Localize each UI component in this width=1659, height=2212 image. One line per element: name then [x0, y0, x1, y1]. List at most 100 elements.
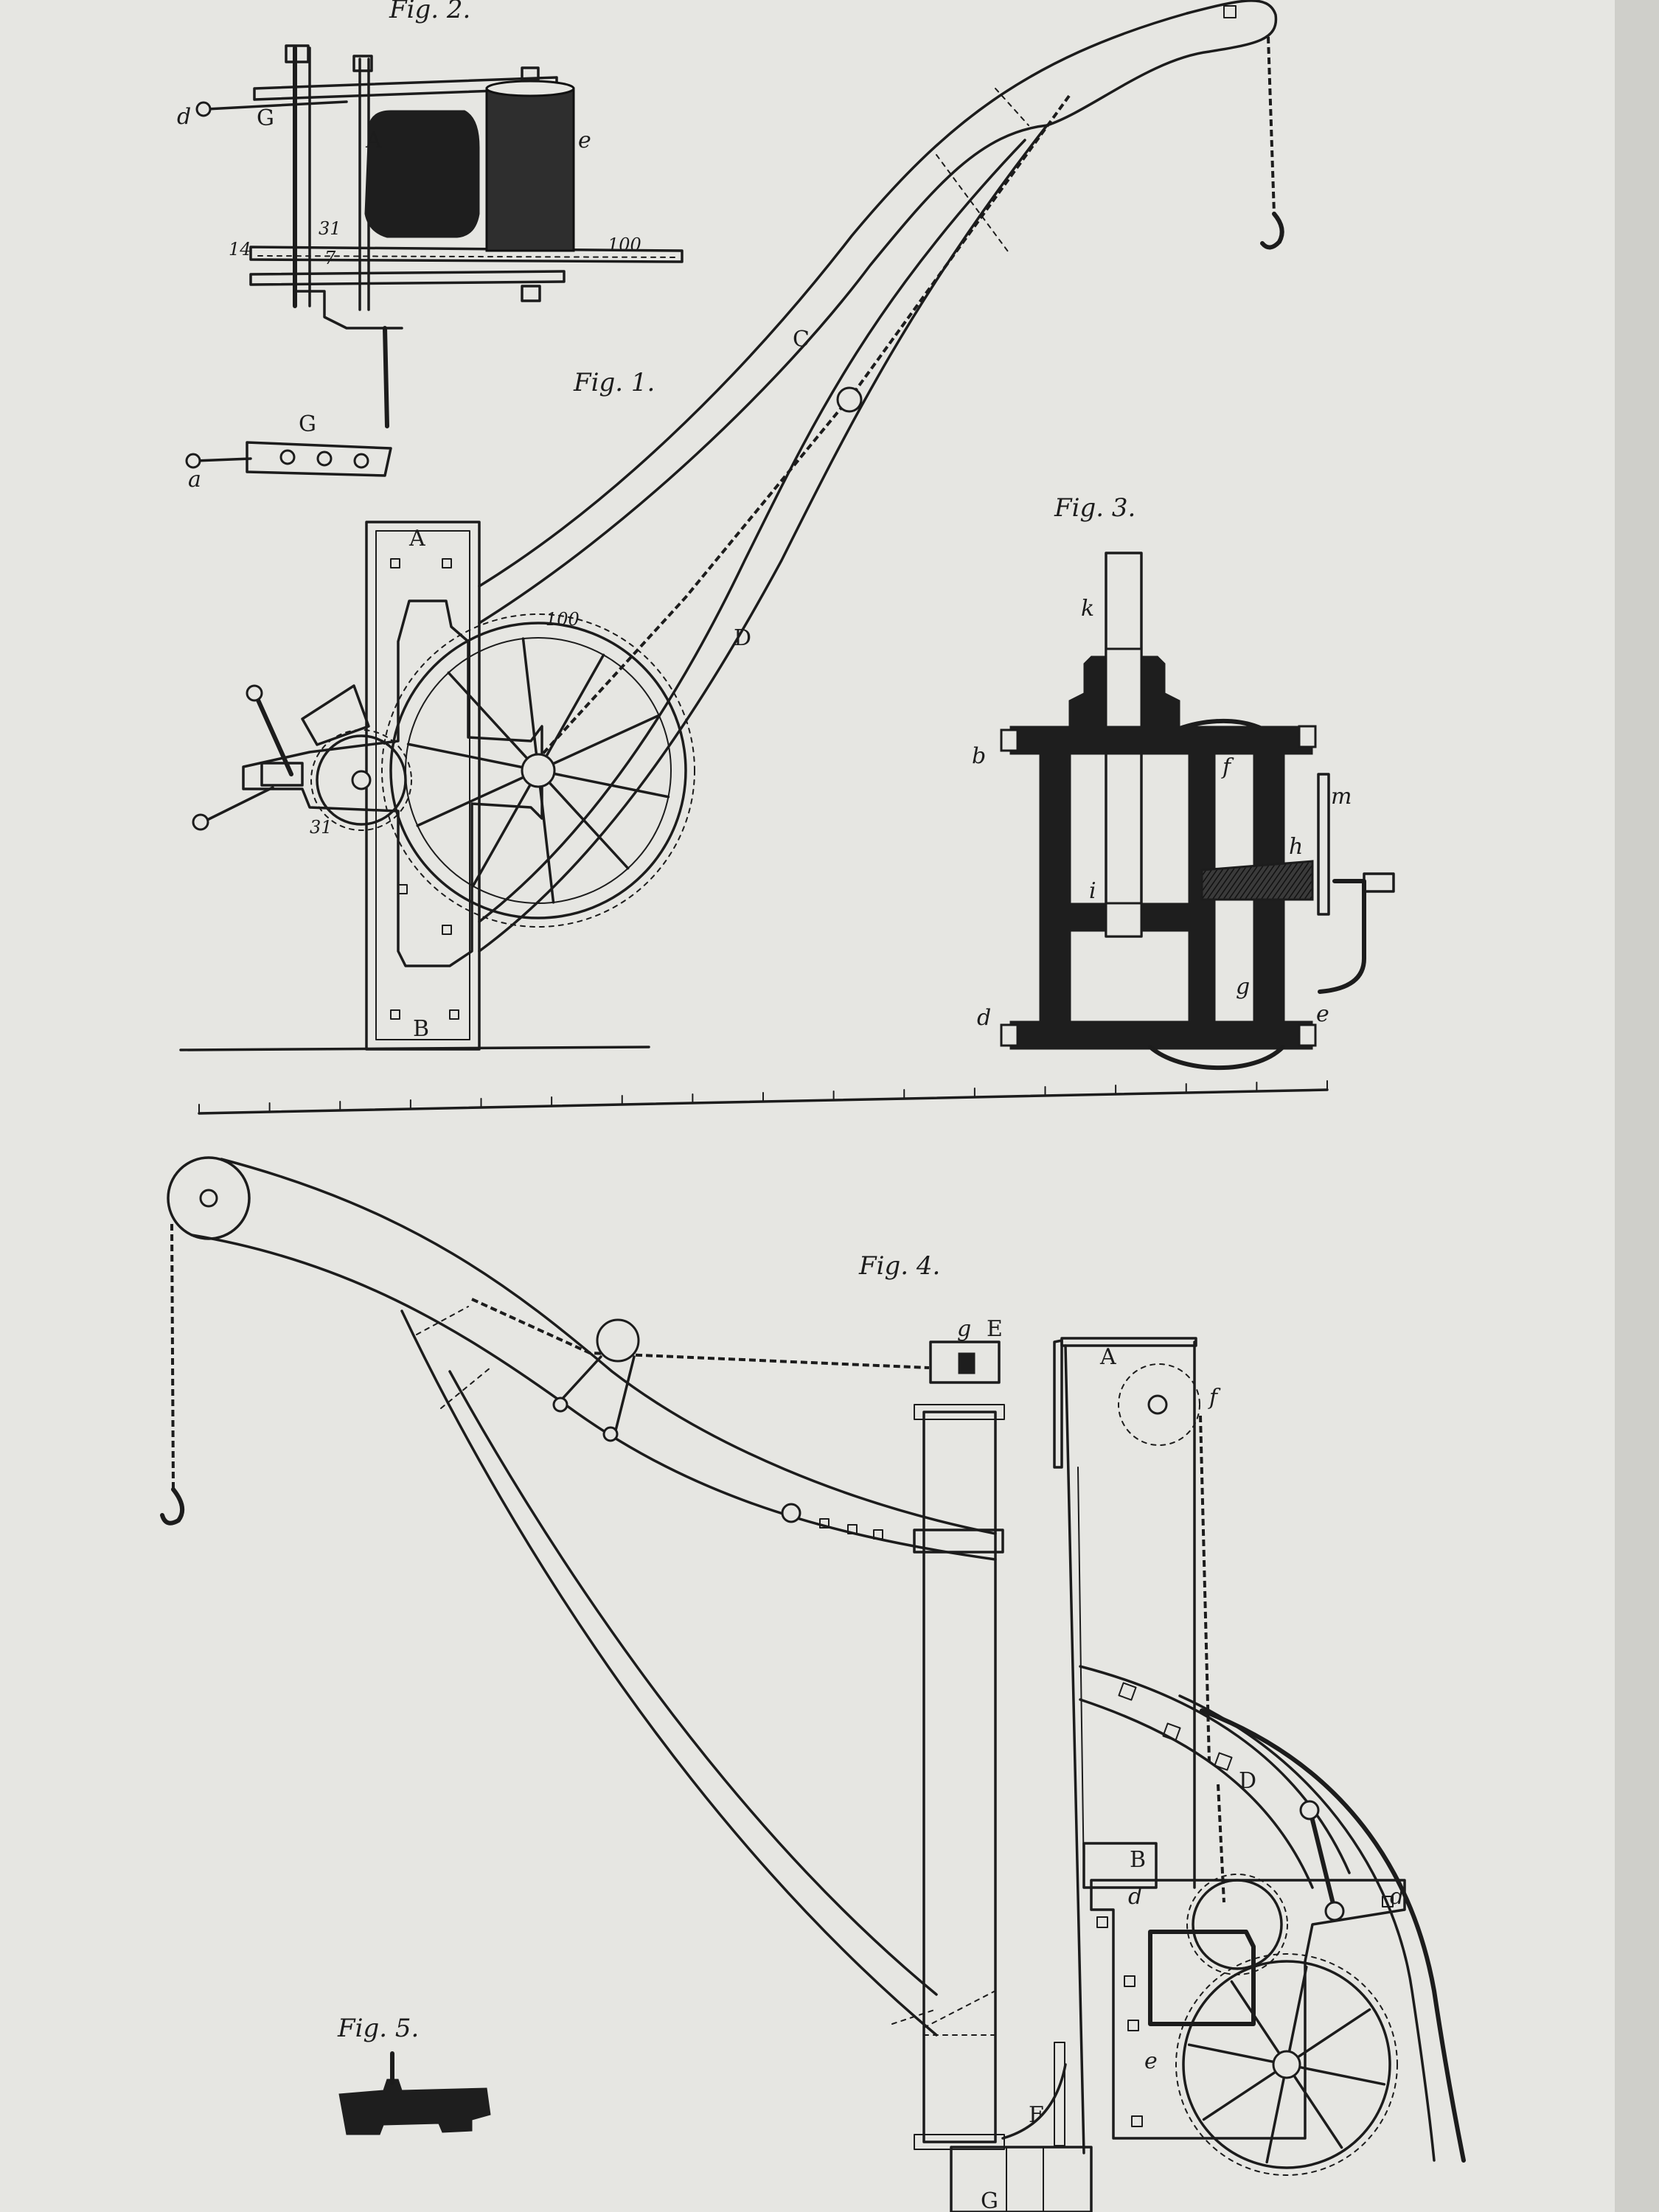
gear-spoke — [521, 637, 538, 756]
fig3-label-k: k — [1081, 596, 1094, 622]
fig3-piston-rod-end — [1105, 902, 1143, 938]
fig4-pulley-f-pin — [1147, 1394, 1168, 1415]
detail-g-hole-2 — [316, 451, 333, 467]
fig1-head-pin — [1223, 5, 1237, 18]
fig3-bolt-tr — [1298, 725, 1317, 748]
fig2-crank-handle — [383, 326, 389, 428]
fig1-caption: Fig. 1. — [573, 368, 655, 397]
detail-g-hole-3 — [353, 453, 369, 469]
fig1-label-c: C — [793, 327, 810, 352]
fig1-rivet — [390, 558, 400, 568]
fig1-crank-lower-knob — [192, 813, 209, 831]
fig4-hook — [160, 1487, 185, 1526]
fig2-crank — [293, 290, 403, 330]
fig1-rivet — [442, 925, 452, 935]
fig2-gear-teeth — [257, 255, 679, 258]
fig4-gear-hub — [1272, 2050, 1301, 2079]
fig1-strap-2 — [936, 154, 1011, 255]
fig1-chain — [529, 94, 1071, 768]
fig2-label-7: 7 — [324, 248, 336, 268]
fig3-label-i: i — [1089, 878, 1096, 904]
fig3-label-m: m — [1331, 784, 1352, 810]
figure-1: Fig. 1. — [179, 0, 1284, 1051]
paper-edge — [1615, 0, 1659, 2212]
fig4-bracket-e-wheel — [958, 1352, 975, 1374]
fig3-bolt-tl — [1000, 728, 1019, 752]
fig4-label-d-left: d — [1128, 1884, 1142, 1910]
fig4-label-g: g — [957, 1316, 971, 1342]
fig4-post-plate — [1053, 1339, 1063, 1469]
fig4-bracket-pin — [552, 1397, 568, 1413]
fig4-chain-down — [1199, 1415, 1211, 1763]
fig4-bracket-e — [929, 1340, 1001, 1384]
gear-spoke — [552, 714, 661, 765]
fig4-jib-rivet — [847, 1524, 858, 1534]
fig3-plug-h — [1200, 860, 1314, 901]
fig4-jib-hole — [781, 1503, 801, 1523]
fig4-column-strap — [923, 1990, 996, 2028]
fig4-quadrant-rim — [1200, 1708, 1466, 2163]
fig4-jib-pulley — [596, 1318, 640, 1363]
fig4-strut-inner — [448, 1370, 938, 1996]
detail-a-label: a — [188, 467, 201, 493]
fig4-window — [1148, 1930, 1256, 2026]
fig4-strap-3 — [891, 2008, 937, 2025]
gear-spoke — [1287, 1965, 1308, 2053]
fig1-gear-spokes — [406, 637, 670, 904]
fig4-brace-d-outer — [1079, 1698, 1314, 1889]
fig1-pawl — [301, 684, 370, 746]
gear-spoke — [548, 781, 630, 870]
fig1-rivet — [390, 1009, 400, 1020]
fig4-column-cap — [914, 1404, 1005, 1420]
fig3-bolt-bl — [1000, 1023, 1019, 1047]
fig4-base-g — [950, 2146, 1093, 2212]
fig1-jib-head — [1046, 0, 1278, 127]
fig4-strap-2 — [440, 1367, 491, 1409]
fig4-label-e-upper: E — [987, 1316, 1003, 1342]
fig1-crank-lower — [201, 786, 274, 824]
fig2-bottom-plate — [249, 270, 566, 286]
figure-4: Fig. 4. — [160, 1156, 1466, 2212]
fig1-jib-c-inner — [478, 124, 1048, 625]
detail-g-label: G — [299, 411, 316, 437]
gear-spoke — [1298, 2065, 1386, 2086]
fig1-hook — [1260, 212, 1284, 250]
fig4-strap-1 — [416, 1306, 469, 1335]
gear-spoke — [1187, 2043, 1276, 2064]
fig2-lever — [205, 100, 348, 111]
fig1-gear-31-teeth — [310, 729, 412, 831]
fig2-label-a: A — [365, 128, 382, 153]
gear-spoke — [1296, 2008, 1371, 2059]
fig1-label-d: D — [734, 625, 751, 651]
fig3-label-h: h — [1289, 834, 1303, 860]
fig1-gear-100-teeth — [381, 613, 695, 928]
fig1-gear-31 — [316, 734, 407, 826]
fig3-bottom-arch — [1148, 1045, 1285, 1071]
fig2-caption: Fig. 2. — [389, 0, 470, 24]
fig4-housing-rivet — [1382, 1896, 1394, 1907]
fig1-rivet — [442, 558, 452, 568]
fig4-column-collar — [913, 1528, 1004, 1554]
fig4-label-d-right: d — [1390, 1884, 1404, 1910]
fig3-top-flange — [1009, 726, 1313, 755]
fig2-label-14: 14 — [229, 239, 251, 260]
fig2-label-d: d — [177, 104, 191, 130]
fig4-top-pulley-pin — [199, 1189, 218, 1208]
fig4-bracket-pin — [602, 1426, 619, 1442]
fig3-label-d: d — [977, 1005, 991, 1031]
fig1-crank-block — [260, 762, 304, 787]
fig1-label-100: 100 — [546, 609, 580, 630]
fig1-label-b: B — [413, 1016, 429, 1042]
fig4-gear-wheel — [1182, 1960, 1391, 2169]
fig1-gear-100 — [389, 622, 687, 919]
fig4-housing-rivet — [1124, 1975, 1135, 1987]
gear-spoke — [1230, 1980, 1281, 2055]
gear-spoke — [1293, 2074, 1343, 2149]
fig2-drum-top — [485, 80, 575, 97]
fig3-bolt-br — [1298, 1023, 1317, 1047]
scale-bar — [198, 1080, 1329, 1115]
gear-spoke — [1265, 2076, 1286, 2164]
fig3-label-g: g — [1236, 974, 1250, 1000]
fig4-label-f-upper: F — [1029, 2102, 1044, 2128]
